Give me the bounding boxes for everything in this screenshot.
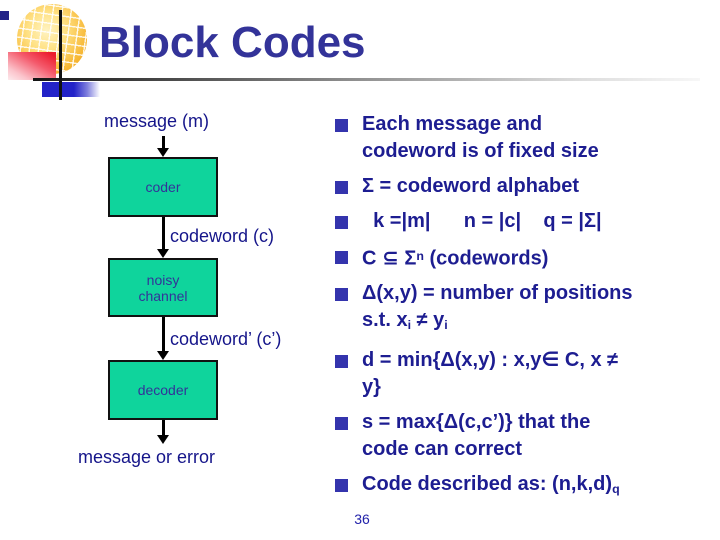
bullet-text-line: k =|m| n = |c| q = |Σ| — [362, 210, 602, 232]
arrow-down-icon — [157, 420, 169, 444]
arrow-head — [157, 351, 169, 360]
bullet-text: d = min{Δ(x,y) : x,y∈ C, x ≠ y} — [362, 347, 720, 401]
flowchart-codeword-label: codeword (c) — [170, 226, 275, 246]
title-underline-rule — [33, 78, 700, 81]
arrow-shaft — [161, 317, 165, 351]
arrow-head — [157, 249, 169, 258]
bullet-text-line: s.t. xi ≠ yi — [362, 309, 448, 333]
bullet-text: Δ(x,y) = number of positions s.t. xi ≠ yi — [362, 280, 720, 339]
logo-vertical-line — [59, 10, 62, 100]
bullet-item: s = max{Δ(c,c’)} that the code can correc… — [333, 409, 720, 463]
flowchart-input-label: message (m) — [104, 111, 210, 131]
bullet-text: Σ = codeword alphabet — [362, 173, 720, 200]
bullet-text: s = max{Δ(c,c’)} that the code can correc… — [362, 409, 720, 463]
flowchart-codeword-prime-label: codeword’ (c’) — [170, 329, 282, 349]
bullet-list: Each message and codeword is of fixed siz… — [333, 111, 720, 512]
bullet-item: Σ = codeword alphabet — [333, 173, 720, 200]
bullet-text: C ⊆ Σn (codewords) — [362, 243, 720, 272]
coder-box: coder — [108, 157, 218, 217]
bullet-item: d = min{Δ(x,y) : x,y∈ C, x ≠ y} — [333, 347, 720, 401]
bullet-text-line: codeword is of fixed size — [362, 140, 599, 162]
bullet-text: Each message and codeword is of fixed siz… — [362, 111, 720, 165]
corner-square-decoration — [0, 11, 9, 20]
bullet-text-line: Σ = codeword alphabet — [362, 175, 580, 197]
bullet-text-line: Δ(x,y) = number of positions — [362, 282, 633, 305]
bullet-item: C ⊆ Σn (codewords) — [333, 243, 720, 272]
bullet-text-line: code can correct — [362, 438, 523, 461]
square-bullet-icon — [335, 216, 348, 229]
bullet-text-line: Code described as: (n,k,d)q — [362, 473, 620, 497]
bullet-text-line: C ⊆ Σn (codewords) — [362, 247, 549, 270]
arrow-head — [157, 435, 169, 444]
square-bullet-icon — [335, 288, 348, 302]
decoder-box: decoder — [108, 360, 218, 420]
square-bullet-icon — [335, 181, 348, 194]
square-bullet-icon — [335, 251, 348, 264]
bullet-text: Code described as: (n,k,d)q — [362, 471, 720, 503]
arrow-down-icon — [157, 317, 169, 360]
arrow-head — [157, 148, 169, 157]
bullet-text-line: Each message and — [362, 113, 543, 135]
logo-red-square — [8, 52, 56, 80]
logo-blue-square — [42, 82, 100, 97]
bullet-text-line: d = min{Δ(x,y) : x,y∈ C, x ≠ — [362, 349, 619, 372]
channel-box-label-line2: channel — [138, 287, 188, 304]
square-bullet-icon — [335, 417, 348, 431]
page-title: Block Codes — [99, 18, 366, 67]
arrow-down-icon — [157, 217, 169, 258]
page-number: 36 — [354, 511, 370, 527]
bullet-item: Code described as: (n,k,d)q — [333, 471, 720, 503]
bullet-text-line: s = max{Δ(c,c’)} that the — [362, 411, 591, 434]
arrow-shaft — [161, 217, 165, 249]
arrow-shaft — [161, 420, 165, 435]
coder-box-label: coder — [145, 179, 181, 195]
bullet-item: Each message and codeword is of fixed siz… — [333, 111, 720, 165]
square-bullet-icon — [335, 479, 348, 493]
flowchart-output-label: message or error — [78, 447, 216, 467]
arrow-shaft — [161, 136, 165, 148]
arrow-down-icon — [157, 136, 169, 157]
square-bullet-icon — [335, 355, 348, 369]
channel-box-label-line1: noisy — [146, 271, 180, 288]
bullet-text-line: y} — [362, 376, 381, 399]
square-bullet-icon — [335, 119, 348, 132]
bullet-item: Δ(x,y) = number of positions s.t. xi ≠ yi — [333, 280, 720, 339]
noisy-channel-box: noisy channel — [108, 258, 218, 317]
bullet-item: k =|m| n = |c| q = |Σ| — [333, 208, 720, 235]
decoder-box-label: decoder — [137, 382, 189, 398]
bullet-text: k =|m| n = |c| q = |Σ| — [362, 208, 720, 235]
